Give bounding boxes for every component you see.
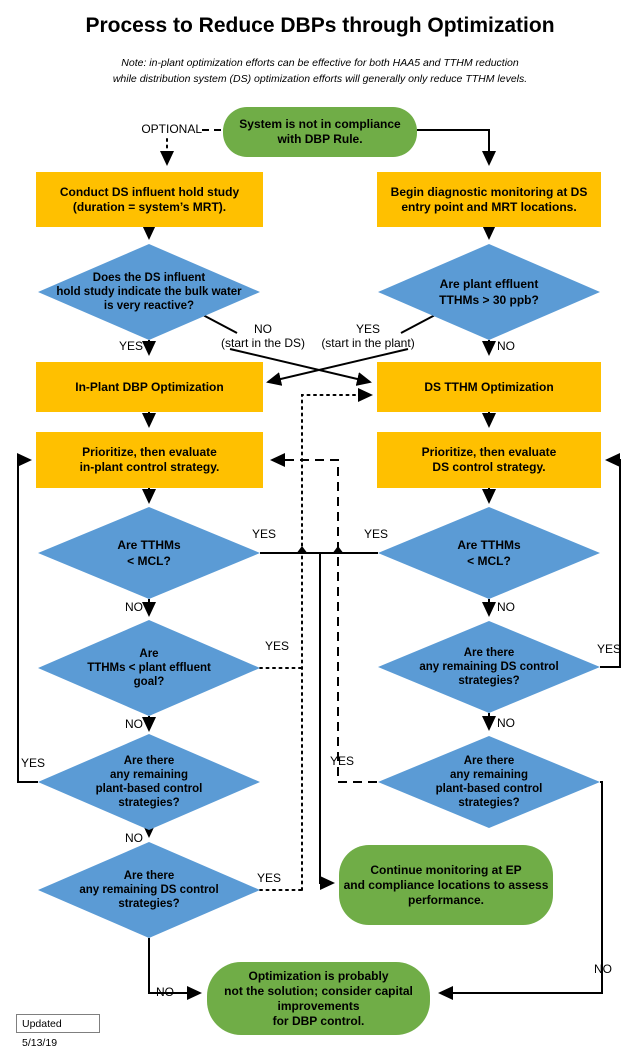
note-line-2: while distribution system (DS) optimizat…	[112, 73, 528, 85]
label-no-start-ds: NO (start in the DS)	[220, 322, 306, 350]
label-yes-start-plant: YES (start in the plant)	[321, 322, 415, 350]
edge-plantright-yes-dashed	[270, 453, 377, 783]
edge-dsright-yes-loop	[600, 453, 621, 668]
label-no-ds-right: NO	[497, 716, 515, 730]
edge-merge-to-monitoring	[319, 553, 335, 890]
label-no-ds-left: NO	[156, 985, 174, 999]
label-yes-tthm-goal: YES	[264, 639, 289, 653]
label-optional: OPTIONAL	[141, 122, 202, 136]
edge-cross-to-dsopt	[229, 348, 372, 386]
node-inplant-optimization: In-Plant DBP Optimization	[36, 362, 263, 412]
node-diagnostic-monitoring: Begin diagnostic monitoring at DS entry …	[377, 172, 601, 227]
edge-plantleft-yes-loop	[17, 453, 38, 783]
node-continue-monitoring: Continue monitoring at EP and compliance…	[339, 845, 553, 925]
note-line-1: Note: in-plant optimization efforts can …	[121, 57, 519, 69]
label-no-tthm-goal: NO	[125, 717, 143, 731]
label-yes-plant-left: YES	[20, 756, 45, 770]
node-start: System is not in compliance with DBP Rul…	[223, 107, 417, 157]
label-yes-reactive: YES	[118, 339, 143, 353]
edge-dotted-to-dsopt	[301, 388, 373, 891]
edge-reactive-no-stub	[202, 314, 238, 334]
edge-cross-to-inplant	[266, 348, 409, 386]
page-title: Process to Reduce DBPs through Optimizat…	[85, 14, 555, 37]
node-hold-study: Conduct DS influent hold study (duration…	[36, 172, 263, 227]
node-capital-improvements: Optimization is probably not the solutio…	[207, 962, 430, 1035]
edge-dsleft-no	[148, 938, 202, 1000]
label-yes-ds-right: YES	[596, 642, 621, 656]
updated-date-box: Updated 5/13/19	[16, 1014, 100, 1049]
node-ds-optimization: DS TTHM Optimization	[377, 362, 601, 412]
edge-planteffluent-yes-stub	[400, 314, 436, 334]
node-prioritize-ds: Prioritize, then evaluate DS control str…	[377, 432, 601, 488]
label-yes-mcl-left: YES	[251, 527, 276, 541]
edge-start-to-diagnostic	[417, 129, 496, 166]
label-yes-plant-right: YES	[329, 754, 354, 768]
label-yes-ds-left: YES	[256, 871, 281, 885]
label-no-plant-left: NO	[125, 831, 143, 845]
line-hop-dotted	[296, 546, 308, 554]
label-no-mcl-left: NO	[125, 600, 143, 614]
label-no-plant-effluent: NO	[497, 339, 515, 353]
edge-plantright-no	[438, 781, 603, 1000]
label-no-mcl-right: NO	[497, 600, 515, 614]
label-no-plant-right: NO	[594, 962, 612, 976]
line-hop-dashed	[332, 546, 344, 554]
node-prioritize-inplant: Prioritize, then evaluate in-plant contr…	[36, 432, 263, 488]
label-yes-mcl-right: YES	[363, 527, 388, 541]
